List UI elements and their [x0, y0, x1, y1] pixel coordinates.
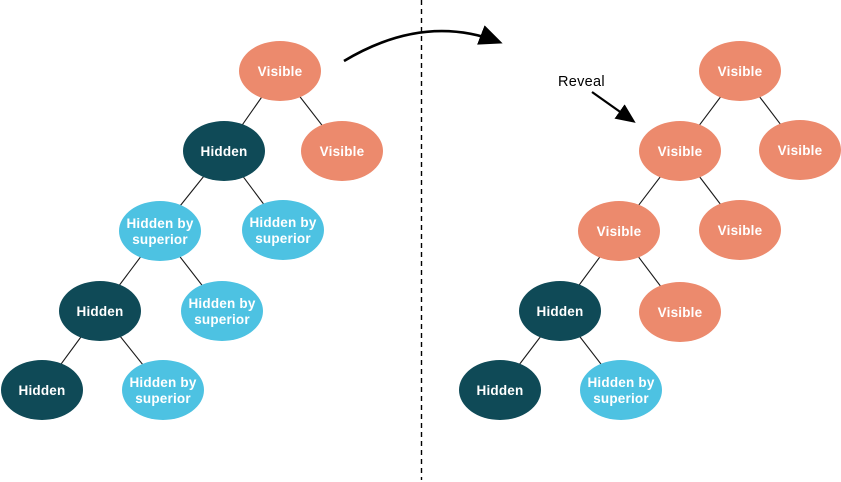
node-ellipse	[122, 360, 204, 420]
node-label: Hidden	[477, 383, 524, 398]
node-ellipse	[119, 201, 201, 261]
node-ellipse	[699, 200, 781, 260]
node-label: Visible	[658, 144, 703, 159]
tree-node-hidden: Hidden	[183, 121, 265, 181]
node-label: Visible	[597, 224, 642, 239]
node-ellipse	[183, 121, 265, 181]
tree-node-hidden: Hidden	[459, 360, 541, 420]
node-ellipse	[639, 121, 721, 181]
node-ellipse	[759, 120, 841, 180]
node-label: superior	[132, 232, 188, 247]
node-ellipse	[639, 282, 721, 342]
node-ellipse	[459, 360, 541, 420]
tree-node-hidden: Hidden	[59, 281, 141, 341]
node-ellipse	[578, 201, 660, 261]
tree-node-visible: Visible	[639, 282, 721, 342]
node-label: Visible	[778, 143, 823, 158]
reveal-arrow-icon	[591, 91, 636, 123]
node-label: Visible	[718, 64, 763, 79]
tree-node-visible: Visible	[699, 200, 781, 260]
node-label: Hidden by	[129, 375, 196, 390]
tree-node-hidden: Hidden	[519, 281, 601, 341]
tree-node-visible: Visible	[759, 120, 841, 180]
node-label: Hidden by	[188, 296, 255, 311]
node-ellipse	[699, 41, 781, 101]
node-label: Visible	[658, 305, 703, 320]
transform-arrow-icon	[343, 25, 503, 63]
node-label: Visible	[258, 64, 303, 79]
node-label: Hidden	[19, 383, 66, 398]
tree-node-visible: Visible	[578, 201, 660, 261]
node-label: superior	[255, 231, 311, 246]
node-ellipse	[59, 281, 141, 341]
node-label: Hidden	[77, 304, 124, 319]
tree-node-visible: Visible	[639, 121, 721, 181]
node-label: Visible	[718, 223, 763, 238]
node-label: Hidden by	[249, 215, 316, 230]
node-label: Visible	[320, 144, 365, 159]
node-ellipse	[242, 200, 324, 260]
node-ellipse	[580, 360, 662, 420]
node-ellipse	[1, 360, 83, 420]
tree-node-hidden: Hidden	[1, 360, 83, 420]
reveal-label: Reveal	[558, 74, 605, 90]
tree-node-visible: Visible	[301, 121, 383, 181]
tree-node-visible: Visible	[239, 41, 321, 101]
node-label: Hidden	[201, 144, 248, 159]
node-ellipse	[301, 121, 383, 181]
node-ellipse	[181, 281, 263, 341]
node-label: Hidden	[537, 304, 584, 319]
node-label: superior	[135, 391, 191, 406]
node-label: superior	[593, 391, 649, 406]
node-label: superior	[194, 312, 250, 327]
tree-node-visible: Visible	[699, 41, 781, 101]
node-label: Hidden by	[126, 216, 193, 231]
node-ellipse	[519, 281, 601, 341]
node-label: Hidden by	[587, 375, 654, 390]
node-ellipse	[239, 41, 321, 101]
